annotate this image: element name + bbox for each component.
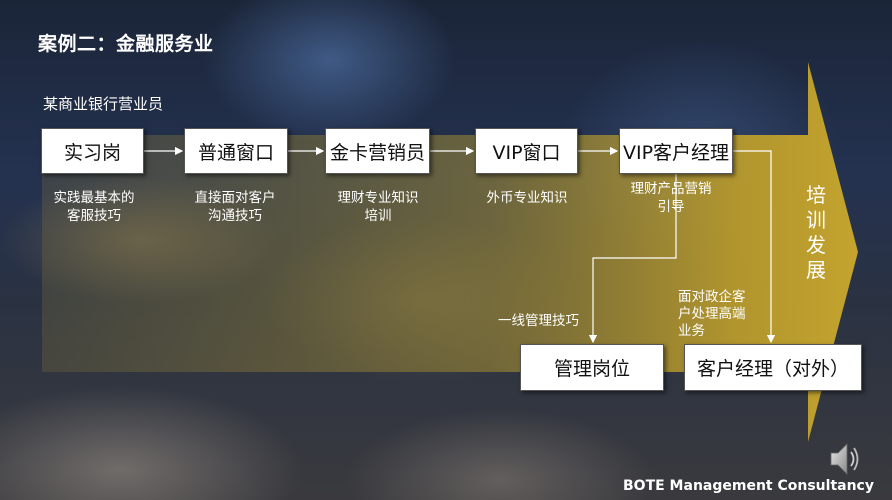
stage-note-5-line-2: 引导 bbox=[657, 199, 685, 215]
stage-note-3-line-2: 培训 bbox=[364, 208, 392, 224]
footer-brand: BOTE Management Consultancy bbox=[623, 478, 874, 494]
stage-note-4-line-1: 外币专业知识 bbox=[486, 190, 568, 206]
stage-vip-account-manager: VIP客户经理 bbox=[619, 128, 733, 174]
arrow-label-char-4: 展 bbox=[806, 258, 826, 282]
stage-note-1-line-2: 客服技巧 bbox=[67, 208, 121, 224]
stage-note-1: 实践最基本的 客服技巧 bbox=[38, 189, 150, 225]
stage-note-1-line-1: 实践最基本的 bbox=[53, 190, 135, 206]
stage-note-3-line-1: 理财专业知识 bbox=[337, 190, 419, 206]
branch-management-position: 管理岗位 bbox=[520, 344, 664, 391]
stage-note-4: 外币专业知识 bbox=[468, 189, 586, 207]
branch-note-account-manager-line-3: 业务 bbox=[678, 323, 705, 339]
stage-regular-window: 普通窗口 bbox=[184, 128, 288, 174]
stage-vip-window: VIP窗口 bbox=[475, 128, 578, 174]
branch-note-account-manager-line-2: 户处理高端 bbox=[678, 306, 746, 322]
branch-note-account-manager: 面对政企客 户处理高端 业务 bbox=[678, 289, 768, 340]
speaker-icon[interactable] bbox=[829, 441, 861, 477]
stage-gold-card-sales: 金卡营销员 bbox=[325, 128, 430, 174]
arrow-label-char-2: 训 bbox=[806, 208, 826, 232]
slide-title: 案例二：金融服务业 bbox=[38, 33, 214, 55]
stage-note-3: 理财专业知识 培训 bbox=[321, 189, 435, 225]
stage-note-5-line-1: 理财产品营销 bbox=[630, 181, 712, 197]
stage-intern: 实习岗 bbox=[41, 128, 144, 174]
slide-subtitle: 某商业银行营业员 bbox=[43, 95, 164, 113]
branch-account-manager-external: 客户经理（对外） bbox=[684, 344, 862, 391]
stage-note-2-line-1: 直接面对客户 bbox=[194, 190, 276, 206]
connector-to-management bbox=[588, 174, 677, 344]
stage-note-5: 理财产品营销 引导 bbox=[614, 180, 728, 216]
stage-note-2-line-2: 沟通技巧 bbox=[208, 208, 262, 224]
branch-note-management: 一线管理技巧 bbox=[498, 312, 598, 330]
branch-note-management-line-1: 一线管理技巧 bbox=[498, 313, 579, 329]
connector-to-account-manager bbox=[733, 150, 776, 344]
arrow-label-char-1: 培 bbox=[806, 183, 826, 207]
arrow-label: 培 训 发 展 bbox=[801, 183, 831, 283]
branch-note-account-manager-line-1: 面对政企客 bbox=[678, 289, 746, 305]
arrow-label-char-3: 发 bbox=[806, 233, 826, 257]
stage-note-2: 直接面对客户 沟通技巧 bbox=[178, 189, 292, 225]
